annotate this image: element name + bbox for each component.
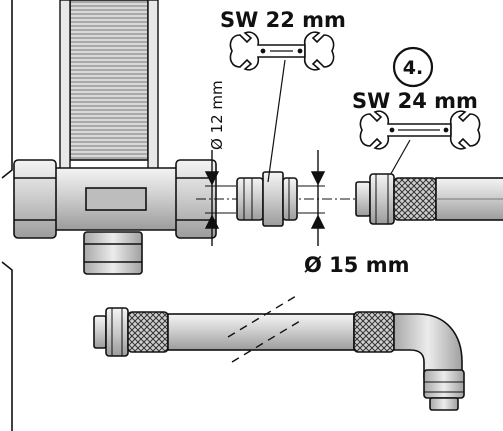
open-end-wrench-icon	[359, 110, 481, 150]
valve-tee-body	[13, 159, 217, 275]
ribbed-supply-pipe	[59, 0, 159, 171]
dimension-12mm	[204, 150, 236, 246]
leader-line-22	[267, 59, 286, 183]
adapter-nipple	[236, 171, 298, 227]
svg-text:4.: 4.	[403, 57, 423, 79]
hose-connector-top	[355, 173, 503, 225]
hose-assembly-bottom	[93, 307, 465, 411]
diameter-15mm-label: Ø 15 mm	[304, 253, 409, 277]
wrench-size-24-label: SW 24 mm	[352, 89, 478, 113]
diameter-12mm-label: Ø 12 mm	[208, 80, 226, 150]
step-number-badge: 4.	[392, 46, 434, 88]
frame-lines	[1, 0, 13, 431]
wrench-size-22-label: SW 22 mm	[220, 8, 346, 32]
open-end-wrench-icon	[229, 31, 335, 71]
dimension-15mm	[298, 150, 326, 246]
